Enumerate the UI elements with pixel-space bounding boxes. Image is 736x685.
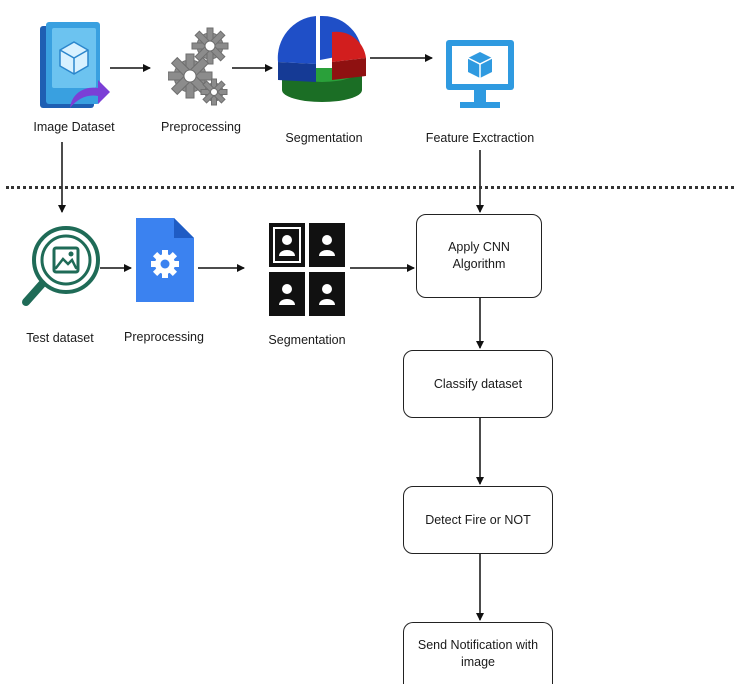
section-divider (6, 186, 734, 189)
pie-chart-icon (277, 15, 366, 102)
box-classify-dataset: Classify dataset (403, 350, 553, 418)
gears-icon (168, 27, 229, 106)
label-preprocessing-top: Preprocessing (161, 120, 241, 134)
image-search-icon (22, 226, 100, 306)
label-image-dataset: Image Dataset (33, 120, 115, 134)
image-dataset-icon (40, 22, 110, 108)
box-send-notification: Send Notification with image (403, 622, 553, 684)
label-segmentation-bottom: Segmentation (268, 333, 346, 347)
user-grid-icon (269, 223, 345, 316)
label-preprocessing-bottom: Preprocessing (124, 330, 204, 344)
label-segmentation-top: Segmentation (285, 131, 363, 145)
label-feature-extraction: Feature Exctraction (425, 131, 535, 145)
label-test-dataset: Test dataset (26, 331, 94, 345)
box-detect-fire: Detect Fire or NOT (403, 486, 553, 554)
box-apply-cnn: Apply CNN Algorithm (416, 214, 542, 298)
settings-document-icon (136, 218, 194, 302)
monitor-cube-icon (446, 40, 514, 108)
